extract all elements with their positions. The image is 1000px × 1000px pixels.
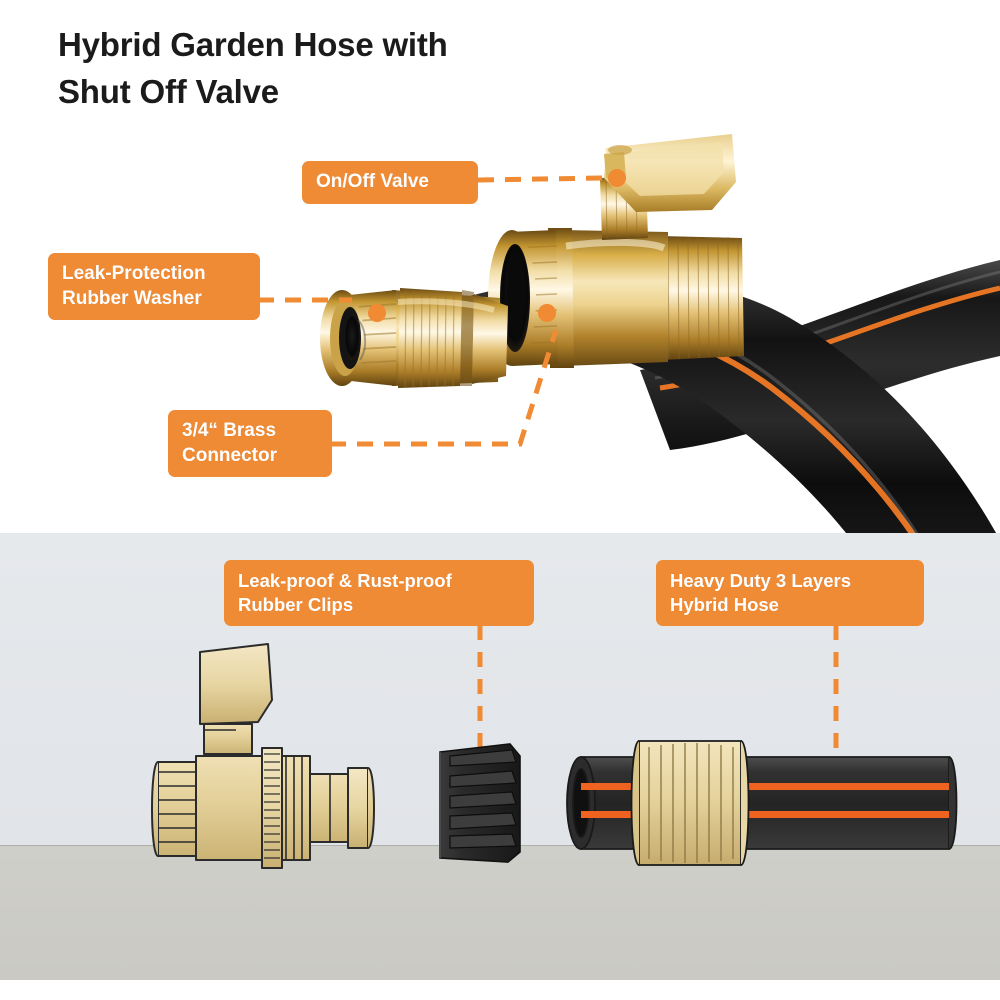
rubber-clip-diagram: [439, 743, 521, 863]
ball-valve-handle: [600, 134, 736, 240]
dot-brass-connector: [538, 304, 556, 322]
top-product-photo: [320, 134, 1000, 540]
callout-on-off-valve[interactable]: On/Off Valve: [302, 161, 478, 204]
callout-rubber-clips[interactable]: Leak-proof & Rust-proof Rubber Clips: [224, 560, 534, 627]
leaders-top: [258, 169, 626, 447]
dot-leak-protection: [368, 304, 386, 322]
callout-brass-connector[interactable]: 3/4“ Brass Connector: [168, 410, 332, 478]
hybrid-hose-diagram: [566, 740, 958, 866]
title-line-1: Hybrid Garden Hose with: [58, 26, 448, 63]
callout-hybrid-hose[interactable]: Heavy Duty 3 Layers Hybrid Hose: [656, 560, 924, 627]
lower-panel: Leak-proof & Rust-proof Rubber Clips Hea…: [0, 533, 1000, 980]
brass-female-connector: [320, 288, 508, 388]
floor-surface: [0, 845, 1000, 980]
leader-brass-connector: [330, 329, 559, 447]
shut-off-valve-diagram: [151, 643, 375, 869]
page-title: Hybrid Garden Hose with Shut Off Valve: [58, 22, 678, 116]
title-line-2: Shut Off Valve: [58, 72, 279, 110]
dot-on-off-valve: [608, 169, 626, 187]
leader-on-off-valve: [477, 175, 605, 183]
callout-leak-protection[interactable]: Leak-Protection Rubber Washer: [48, 253, 260, 321]
